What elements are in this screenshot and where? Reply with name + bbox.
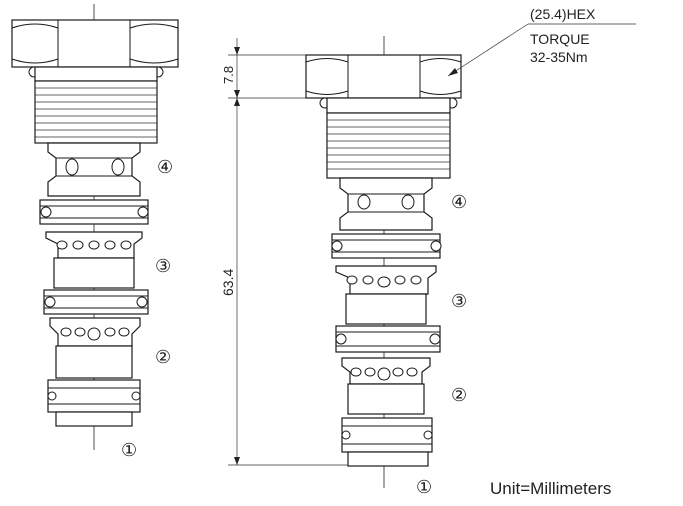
dimension-lines (228, 38, 348, 466)
torque-label: TORQUE (530, 31, 590, 47)
left-port-4: ④ (157, 157, 173, 178)
right-port-3: ③ (451, 291, 467, 312)
right-thread (326, 112, 451, 179)
right-cartridge-view (305, 36, 462, 488)
dimension-body-label: 63.4 (220, 269, 236, 296)
torque-value: 32-35Nm (530, 49, 588, 65)
right-port-1: ① (416, 477, 432, 498)
dimension-top-label: 7.8 (221, 66, 236, 84)
right-port-4: ④ (451, 192, 467, 213)
left-cartridge-view (11, 4, 179, 450)
left-hex-nut (11, 19, 179, 68)
hex-leader-line (447, 23, 636, 77)
hex-size-label: (25.4)HEX (530, 6, 596, 22)
left-thread (34, 80, 158, 144)
left-port4-hole (111, 158, 125, 176)
left-port4-hole (65, 158, 79, 176)
right-hex-nut (305, 54, 462, 99)
left-port-1: ① (121, 440, 137, 461)
left-port-2: ② (155, 347, 171, 368)
left-port-3: ③ (155, 256, 171, 277)
right-port-2: ② (451, 385, 467, 406)
unit-label: Unit=Millimeters (490, 479, 611, 498)
